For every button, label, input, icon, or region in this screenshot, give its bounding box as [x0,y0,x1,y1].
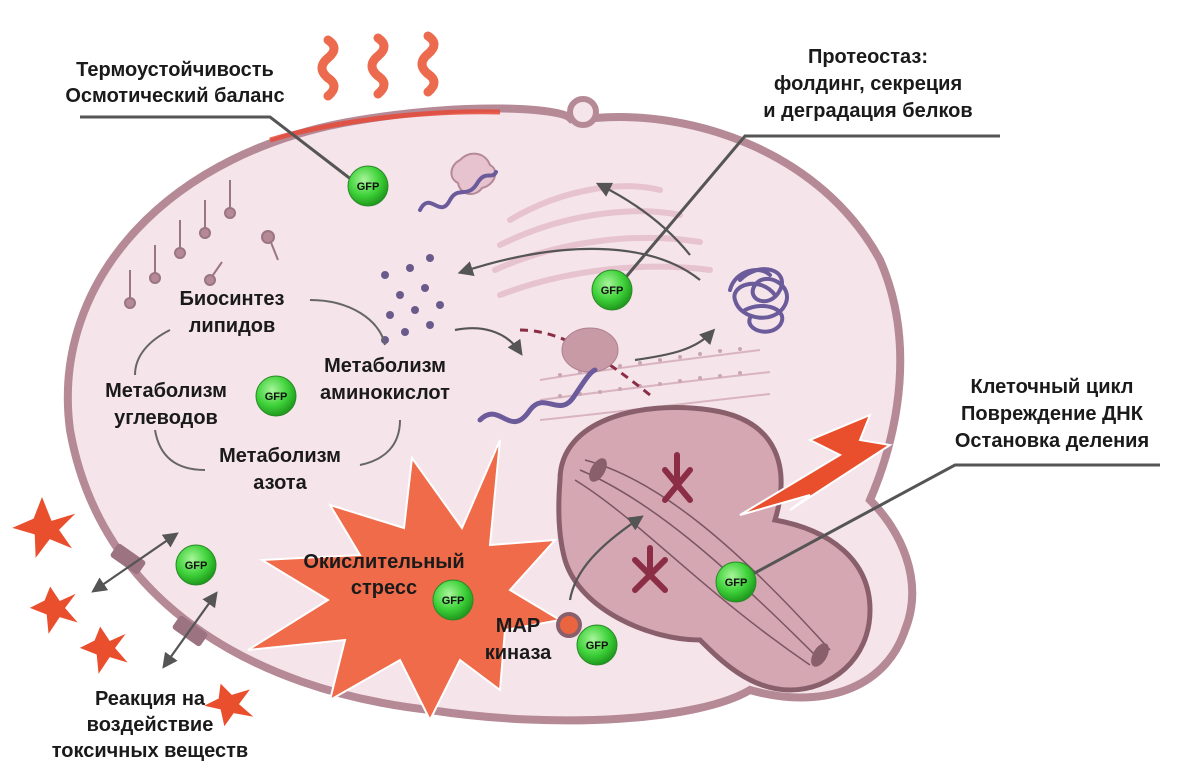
label-proteo-line1: Протеостаз: [808,46,928,68]
label-ox-line1: Окислительный [303,551,464,573]
svg-text:GFP: GFP [586,640,609,652]
bud-scar [567,96,599,128]
label-cell-cycle: Клеточный цикл Повреждение ДНК Остановка… [955,376,1149,452]
heat-waves-icon [317,31,439,101]
polypeptide-chain [477,367,598,425]
label-toxic-line1: Реакция на [95,688,206,710]
label-oxidative: Окислительный стресс [303,551,464,599]
svg-text:GFP: GFP [442,595,465,607]
mrna-strand [477,327,651,425]
label-cycle-line1: Клеточный цикл [971,376,1134,398]
chromosome-icon [662,452,693,503]
transport-arrow [91,532,179,593]
map-kinase-icon [556,612,582,638]
label-amino: Метаболизм аминокислот [320,355,450,404]
svg-text:GFP: GFP [357,181,380,193]
gfp-marker-proteostasis: GFP [591,269,633,311]
label-nitro: Метаболизм азота [219,445,341,494]
label-cycle-line2: Повреждение ДНК [961,403,1144,425]
map-kinase-signal-arrow [568,515,644,601]
label-proteostasis: Протеостаз: фолдинг, секреция и деградац… [763,46,972,122]
label-amino-line1: Метаболизм [324,355,446,377]
folded-protein-icon [728,267,789,334]
gfp-marker-oxidative: GFP [432,579,474,621]
label-carb-line1: Метаболизм [105,380,227,402]
label-map-line1: MAP [496,615,540,637]
spindle-pole-body [811,643,829,667]
label-carb: Метаболизм углеводов [105,380,227,429]
label-lipid: Биосинтез липидов [180,288,285,337]
folding-arrow [634,328,716,362]
secretion-arrow [595,182,691,256]
protein-transport-arrow [457,247,701,281]
label-toxic-line2: воздействие [87,714,214,736]
translation-arrow [454,327,523,356]
label-map-kinase: MAP киназа [485,615,552,664]
svg-text:GFP: GFP [725,577,748,589]
label-carb-line2: углеводов [114,407,218,429]
ribosome-dots [558,347,742,398]
protein-fold-icon [418,152,498,212]
label-nitro-line1: Метаболизм [219,445,341,467]
label-thermo-line2: Осмотический баланс [65,85,284,107]
membrane-lipids [124,180,279,309]
label-lipid-line1: Биосинтез [180,288,285,310]
chromosome-icon [632,545,668,593]
transport-arrow [162,591,218,669]
label-amino-line2: аминокислот [320,382,450,404]
svg-text:GFP: GFP [601,285,624,297]
label-thermo: Термоустойчивость Осмотический баланс [65,59,284,107]
gfp-marker-metabolism: GFP [255,375,297,417]
label-proteo-line2: фолдинг, секреция [774,73,962,95]
label-thermo-line1: Термоустойчивость [76,59,274,81]
callout-thermo [80,115,366,192]
nucleus [556,405,873,693]
label-lipid-line2: липидов [189,315,276,337]
label-proteo-line3: и деградация белков [763,100,972,122]
label-map-line2: киназа [485,642,552,664]
oxidative-stress-burst-icon [247,439,563,723]
label-nitro-line2: азота [253,472,307,494]
callout-cell-cycle [737,463,1160,584]
label-cycle-line3: Остановка деления [955,430,1149,452]
gfp-marker-thermo: GFP [347,165,389,207]
gfp-marker-transport: GFP [175,544,217,586]
spindle-pole-body [589,458,607,482]
ribosome [561,327,619,373]
callout-proteostasis [613,134,1000,291]
lightning-bolt-icon [739,413,893,516]
toxic-substance-icon [7,492,259,730]
gfp-marker-cell-cycle: GFP [715,561,757,603]
metabolism-pathways [134,299,401,471]
label-toxic-line3: токсичных веществ [52,740,248,762]
label-ox-line2: стресс [351,577,417,599]
svg-text:GFP: GFP [265,391,288,403]
amino-acid-granules [381,254,444,344]
label-toxic: Реакция на воздействие токсичных веществ [52,688,248,762]
gfp-marker-map-kinase: GFP [576,624,618,666]
svg-text:GFP: GFP [185,560,208,572]
